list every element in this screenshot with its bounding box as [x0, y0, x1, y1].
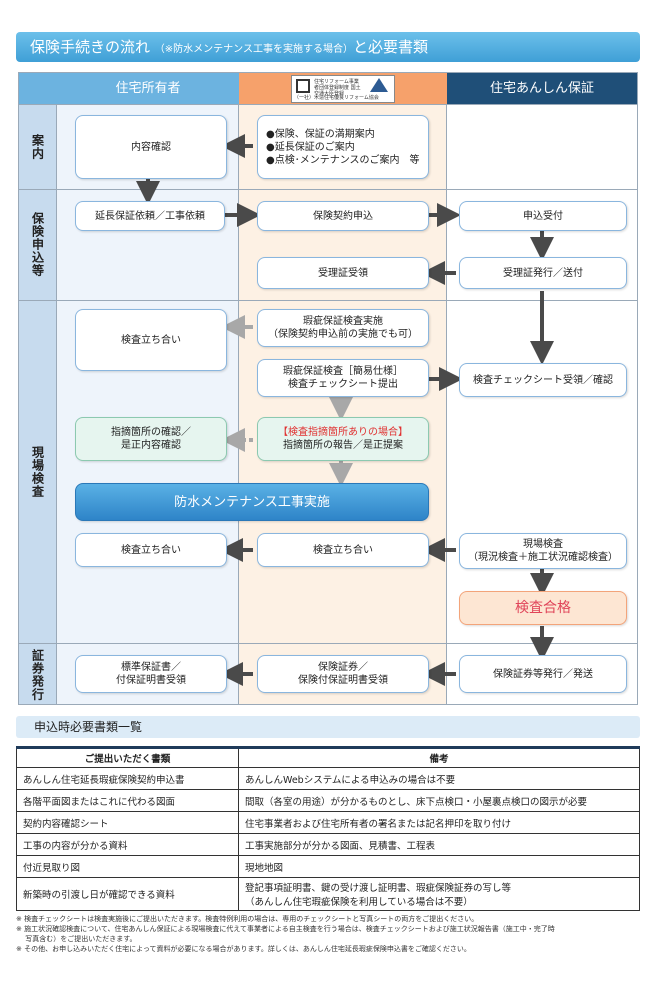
naiyou-kakunin-box: 内容確認 — [75, 115, 227, 179]
document-cell: 工事の内容が分かる資料 — [16, 833, 239, 856]
document-cell: 新築時の引渡し日が確認できる資料 — [16, 877, 239, 911]
page-title-suffix: と必要書類 — [352, 38, 428, 56]
footnote: 写真含む）をご提出いただきます。 — [16, 935, 137, 943]
roof-mark-icon — [370, 78, 388, 92]
shouken-hakkou-box: 保険証券等発行／発送 — [459, 655, 627, 693]
document-cell: 付近見取り図 — [16, 855, 239, 878]
enchou-irai-box: 延長保証依頼／工事依頼 — [75, 201, 225, 231]
table-row: 各階平面図またはこれに代わる図面 間取（各室の用途）が分かるものとし、床下点検口… — [16, 789, 640, 812]
checksheet-uketsuke-box: 検査チェックシート受領／確認 — [459, 363, 627, 397]
logo-text: 住宅リフォーム事業者団体登録制度 国土交通大臣登録 — [314, 79, 361, 97]
lane-label-genba-kensa: 現場検査 — [30, 445, 45, 498]
lane-label-shouken: 証券発行 — [30, 648, 45, 701]
kashi-kensa-jisshi-box: 瑕疵保証検査実施 （保険契約申込前の実施でも可） — [257, 309, 429, 347]
annai-line: ●点検･メンテナンスのご案内 等 — [266, 154, 420, 166]
genba-kensa-line: （現況検査＋施工状況確認検査） — [468, 552, 618, 563]
table-row: 契約内容確認シート 住宅事業者および住宅所有者の署名または記名押印を取り付け — [16, 811, 640, 834]
page-title-sub: （※防水メンテナンス工事を実施する場合） — [154, 44, 353, 55]
lane-divider — [19, 300, 637, 301]
table-row: あんしん住宅延長瑕疵保険契約申込書 あんしんWebシステムによる申込みの場合は不… — [16, 767, 640, 790]
page-title: 保険手続きの流れ — [30, 38, 151, 56]
genba-kensa-line: 現場検査 — [523, 539, 563, 550]
remarks-cell: あんしんWebシステムによる申込みの場合は不要 — [238, 767, 640, 790]
hoken-shouken-juryou-line: 保険証券／ — [318, 662, 368, 673]
guarantor-header: 住宅あんしん保証 — [447, 73, 637, 105]
column-header: 備考 — [238, 747, 640, 768]
lane-label-moushikomi: 保険申込等 — [30, 212, 45, 277]
document-cell: 契約内容確認シート — [16, 811, 239, 834]
hyoujun-hoshousho-line: 標準保証書／ — [121, 662, 181, 673]
remarks-cell: 工事実施部分が分かる図面、見積書、工程表 — [238, 833, 640, 856]
kani-kensa-box: 瑕疵保証検査［簡易仕様］ 検査チェックシート提出 — [257, 359, 429, 397]
footnotes: ※ 検査チェックシートは検査実施後にご提出いただきます。検査特例利用の場合は、専… — [16, 914, 640, 954]
house-icon — [296, 79, 310, 93]
kashi-kensa-jisshi-line: （保険契約申込前の実施でも可） — [268, 329, 418, 340]
bousui-kouji-box: 防水メンテナンス工事実施 — [75, 483, 429, 521]
column-header: ご提出いただく書類 — [16, 747, 239, 768]
juriho-hakkou-box: 受理証発行／送付 — [459, 257, 627, 289]
moushikomi-uketsuke-box: 申込受付 — [459, 201, 627, 231]
juriho-juryou-box: 受理証受領 — [257, 257, 429, 289]
hoken-shouken-juryou-line: 保険付保証明書受領 — [298, 675, 388, 686]
kensa-goukaku-box: 検査合格 — [459, 591, 627, 625]
annai-box: ●保険、保証の満期案内 ●延長保証のご案内 ●点検･メンテナンスのご案内 等 — [257, 115, 429, 179]
keiyaku-moushikomi-box: 保険契約申込 — [257, 201, 429, 231]
shiteki-houkoku-box: 【検査指摘箇所ありの場合】 指摘箇所の報告／是正提案 — [257, 417, 429, 461]
flow-diagram: 住宅所有者 住宅リフォーム事業者団体登録制度 国土交通大臣登録 （一社）木造住宅… — [18, 72, 638, 705]
table-row: 工事の内容が分かる資料 工事実施部分が分かる図面、見積書、工程表 — [16, 833, 640, 856]
owner-header: 住宅所有者 — [57, 73, 239, 105]
table-row: 新築時の引渡し日が確認できる資料 登記事項証明書、鍵の受け渡し証明書、瑕疵保険証… — [16, 877, 640, 911]
requirements-heading: 申込時必要書類一覧 — [16, 716, 640, 738]
table-header-row: ご提出いただく書類 備考 — [16, 747, 640, 768]
remarks-cell: 現地地図 — [238, 855, 640, 878]
shiteki-kakunin-box: 指摘箇所の確認／ 是正内容確認 — [75, 417, 227, 461]
hyoujun-hoshousho-box: 標準保証書／ 付保証明書受領 — [75, 655, 227, 693]
remarks-cell: 間取（各室の用途）が分かるものとし、床下点検口・小屋裏点検口の図示が必要 — [238, 789, 640, 812]
logo-name: （一社）木造住宅優良リフォーム協会 — [294, 95, 379, 101]
hoken-shouken-juryou-box: 保険証券／ 保険付保証明書受領 — [257, 655, 429, 693]
shiteki-kakunin-line: 指摘箇所の確認／ — [111, 427, 191, 438]
kensa-tachiai-box-1: 検査立ち合い — [75, 309, 227, 371]
kashi-kensa-jisshi-line: 瑕疵保証検査実施 — [303, 316, 383, 327]
lane-label-column — [19, 73, 57, 704]
page-title-banner: 保険手続きの流れ （※防水メンテナンス工事を実施する場合）と必要書類 — [16, 32, 640, 62]
requirements-table: ご提出いただく書類 備考 あんしん住宅延長瑕疵保険契約申込書 あんしんWebシス… — [16, 746, 640, 911]
association-logo: 住宅リフォーム事業者団体登録制度 国土交通大臣登録 （一社）木造住宅優良リフォー… — [291, 75, 395, 103]
shiteki-ari-label: 【検査指摘箇所ありの場合】 — [278, 427, 408, 438]
kensa-tachiai-box-2: 検査立ち合い — [257, 533, 429, 567]
kensa-tachiai-box-3: 検査立ち合い — [75, 533, 227, 567]
shiteki-kakunin-line: 是正内容確認 — [121, 440, 181, 451]
remarks-cell: 登記事項証明書、鍵の受け渡し証明書、瑕疵保険証券の写し等 （あんしん住宅瑕疵保険… — [238, 877, 640, 911]
lane-divider — [19, 189, 637, 190]
kani-kensa-line: 瑕疵保証検査［簡易仕様］ — [283, 366, 403, 377]
hyoujun-hoshousho-line: 付保証明書受領 — [116, 675, 186, 686]
annai-line: ●延長保証のご案内 — [266, 141, 355, 153]
remarks-line: 登記事項証明書、鍵の受け渡し証明書、瑕疵保険証券の写し等 — [245, 883, 512, 894]
genba-kensa-box: 現場検査 （現況検査＋施工状況確認検査） — [459, 533, 627, 569]
footnote: ※ 施工状況確認検査について、住宅あんしん保証による現場検査に代えて事業者による… — [16, 925, 555, 933]
footnote: ※ その他、お申し込みいただく住宅によって資料が必要になる場合があります。詳しく… — [16, 945, 471, 953]
lane-header — [19, 73, 57, 105]
shiteki-houkoku-label: 指摘箇所の報告／是正提案 — [283, 440, 403, 451]
footnote: ※ 検査チェックシートは検査実施後にご提出いただきます。検査特例利用の場合は、専… — [16, 915, 479, 923]
remarks-cell: 住宅事業者および住宅所有者の署名または記名押印を取り付け — [238, 811, 640, 834]
annai-line: ●保険、保証の満期案内 — [266, 128, 375, 140]
document-cell: あんしん住宅延長瑕疵保険契約申込書 — [16, 767, 239, 790]
table-row: 付近見取り図 現地地図 — [16, 855, 640, 878]
remarks-line: （あんしん住宅瑕疵保険を利用している場合は不要） — [245, 897, 473, 908]
flow-arrows — [136, 134, 554, 686]
lane-label-annai: 案内 — [30, 134, 45, 160]
document-cell: 各階平面図またはこれに代わる図面 — [16, 789, 239, 812]
lane-divider — [19, 643, 637, 644]
kani-kensa-line: 検査チェックシート提出 — [288, 379, 398, 390]
